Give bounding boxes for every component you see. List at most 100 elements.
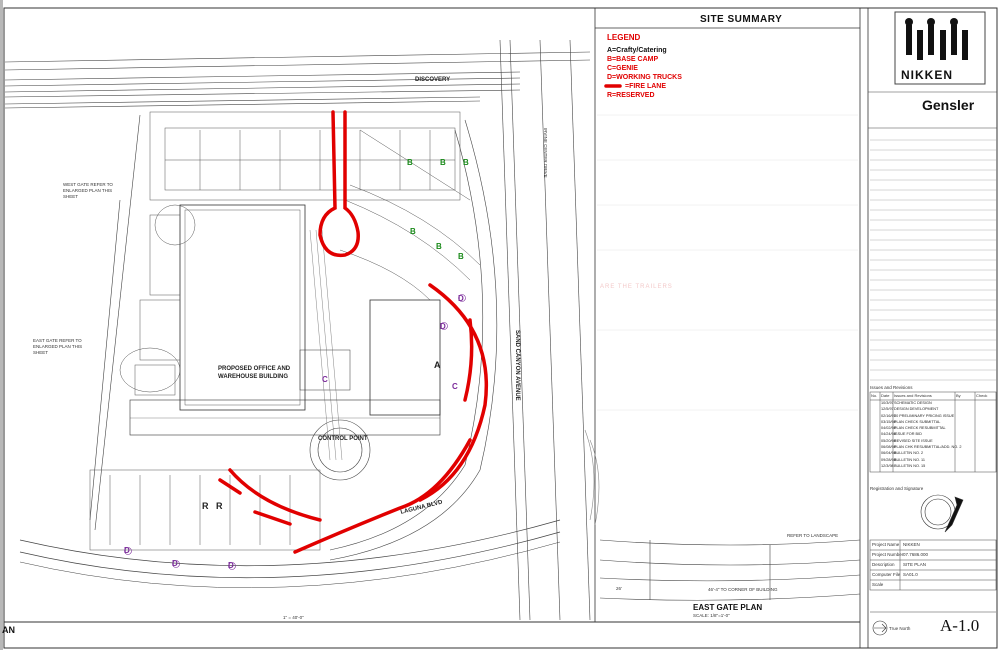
left-features	[119, 204, 196, 396]
computer-file-value: SA01.0	[903, 572, 918, 577]
scale-label: Scale	[872, 582, 884, 587]
architect-name: Gensler	[922, 97, 975, 113]
revisions-header-cell: Check	[976, 393, 988, 398]
mark-r-1: R	[202, 501, 209, 511]
registration-seal-icon	[920, 494, 964, 533]
revision-date: 02/16/97	[881, 413, 896, 418]
east-gate-refer: REFER TO LANDSCAPE	[787, 533, 839, 538]
fire-lane-top-loop	[318, 110, 360, 258]
legend-item: D=WORKING TRUCKS	[607, 74, 682, 81]
mark-b-5: B	[436, 242, 442, 251]
street-top-label: DISCOVERY	[415, 77, 451, 83]
legend-item: C=GENIE	[607, 65, 638, 72]
revisions-header-cell: Date	[881, 393, 890, 398]
computer-file-label: Computer File	[872, 572, 901, 577]
control-point-label: CONTROL POINT	[318, 436, 368, 442]
east-gate-note: EAST GATE REFER TO ENLARGED PLAN THIS SH…	[33, 338, 83, 355]
mark-c-1: C	[322, 375, 328, 384]
legend-title: LEGEND	[607, 33, 641, 42]
legend-item: B=BASE CAMP	[607, 56, 659, 63]
revision-desc: 50 PRELIMINARY PRICING ISSUE	[894, 413, 955, 418]
revision-desc: BULLETIN NO. 15	[894, 463, 926, 468]
building-label-2: WAREHOUSE BUILDING	[218, 374, 289, 380]
mark-r-2: R	[216, 501, 223, 511]
mark-d-2: D	[458, 294, 464, 303]
description-label: Description	[872, 562, 895, 567]
north-arrow-icon	[872, 620, 888, 636]
revisions-header-cell: No.	[871, 393, 878, 398]
revision-date: 09/28/98	[881, 457, 896, 462]
revision-date: 04/02/98	[881, 426, 896, 431]
fire-lane-bottom-left-2	[228, 468, 322, 522]
east-gate-title: EAST GATE PLAN	[693, 603, 763, 612]
revision-date: 03/15/98	[881, 419, 896, 424]
west-gate-note: WEST GATE REFER TO ENLARGED PLAN THIS SH…	[63, 182, 113, 199]
building-label-1: PROPOSED OFFICE AND	[218, 366, 291, 372]
legend-item: A=Crafty/Catering	[607, 47, 667, 54]
revision-desc: BULLETIN NO. 11	[894, 457, 925, 462]
corner-label: AN	[2, 625, 15, 635]
mark-a: A	[434, 360, 441, 370]
east-gate-plan	[584, 429, 861, 601]
revision-desc: ISSUE FOR BID	[894, 432, 922, 437]
mark-b-4: B	[410, 227, 416, 236]
site-linework	[4, 39, 591, 621]
roadway-hatch	[309, 229, 343, 461]
east-gate-dim-26: 26'	[616, 586, 622, 591]
street-right-label-2: SAND CANYON AVENUE	[514, 330, 520, 401]
scale-bar-label: 1" = 40'-0"	[283, 615, 304, 620]
east-gate-dim-note: 46'-4" TO CORNER OF BUILDING	[708, 587, 778, 592]
fire-lane-bottom-arc	[293, 438, 472, 554]
title-block-lines	[868, 11, 997, 129]
revision-desc: SCHEMATIC DESIGN	[894, 401, 932, 405]
revision-date: 04/24/98	[881, 432, 896, 437]
street-right-label: IRVINE CENTER DRIVE	[543, 128, 548, 178]
summary-panel-lines	[594, 8, 869, 648]
mark-d-1: D	[440, 322, 446, 331]
mark-c-2: C	[452, 382, 458, 391]
revision-desc: PLAN CHECK RESUBMITTAL	[894, 426, 946, 431]
revision-desc: BULLETIN NO. 2	[894, 451, 924, 456]
revision-desc: REVISED SITE ISSUE	[894, 438, 933, 443]
site-summary-header: SITE SUMMARY	[700, 14, 783, 25]
fire-lane-right-inner	[463, 318, 474, 402]
legend-item: R=RESERVED	[607, 92, 655, 99]
sheet-number: A-1.0	[940, 616, 980, 635]
nikken-logo-icon	[905, 18, 968, 60]
revision-date: 05/20/98	[881, 438, 896, 443]
project-number-label: Project Number	[872, 552, 904, 557]
fire-lane-right-arc	[418, 283, 489, 502]
fire-lane-bottom-left-3	[253, 510, 292, 526]
legend-item: =FIRE LANE	[625, 83, 667, 90]
revision-date: 06/08/98	[881, 445, 896, 450]
mark-b-2: B	[440, 158, 446, 167]
mark-d-3: D	[124, 546, 130, 555]
fire-lane-bottom-left-1	[218, 478, 242, 495]
parking-right-arc	[339, 129, 481, 301]
revisions-header-cell: By	[956, 393, 961, 398]
revision-date: 12/3/98	[881, 463, 894, 468]
client-logo-text: NIKKEN	[901, 68, 954, 82]
d-marker-circles	[124, 294, 466, 570]
title-block-rules	[870, 139, 996, 381]
north-label: True North	[889, 626, 911, 631]
revision-desc: PLAN CHECK SUBMITTAL	[894, 419, 941, 424]
revision-date: 06/04/98	[881, 451, 896, 456]
mark-b-1: B	[407, 158, 413, 167]
parking-top	[149, 111, 461, 201]
project-name-value: NIKKEN	[903, 542, 920, 547]
